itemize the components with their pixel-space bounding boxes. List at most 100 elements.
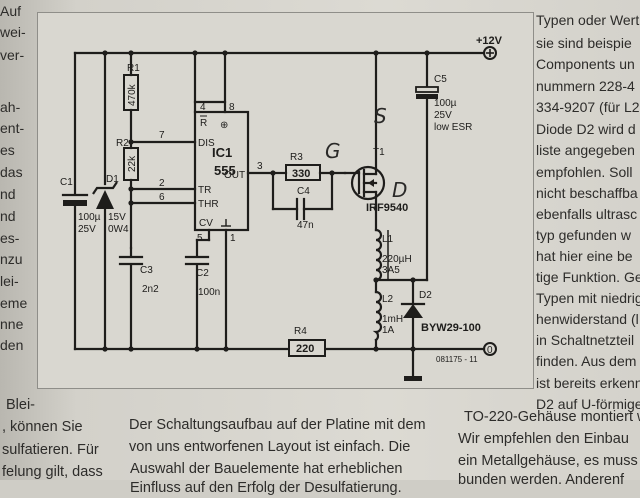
- text-line: Typen oder Wert: [536, 12, 640, 28]
- plus-symbol: ⊕: [220, 120, 228, 131]
- ground-label: 0: [487, 345, 493, 356]
- capacitor-c4: C4 47n: [271, 171, 334, 231]
- r3-ref: R3: [290, 152, 303, 163]
- text-line: nd: [0, 208, 16, 224]
- text-line: Auf: [0, 3, 22, 19]
- pin-number: 7: [159, 130, 165, 141]
- pin-number: 1: [230, 233, 236, 244]
- text-line: henwiderstand (l: [536, 311, 639, 327]
- pin-number: 3: [257, 161, 263, 172]
- text-line: von uns entworfenen Layout ist einfach. …: [129, 439, 411, 455]
- cv-pin-label: CV: [199, 218, 213, 229]
- text-line: Der Schaltungsaufbau auf der Platine mit…: [129, 417, 426, 433]
- l1-current: 3A5: [382, 265, 400, 276]
- ic1-555-timer: R ⊕ DIS TR THR OUT CV IC1 555 4 8 7 2 6 …: [159, 51, 275, 351]
- r4-value: 220: [296, 343, 314, 355]
- ic1-type: 555: [214, 163, 236, 178]
- text-line: , können Sie: [2, 419, 83, 435]
- text-line: Components un: [536, 56, 635, 72]
- mosfet-t1: T1 IRF9540: [343, 51, 408, 232]
- c4-value: 47n: [297, 220, 314, 231]
- text-line: nne: [0, 316, 24, 332]
- out-pin-label: OUT: [224, 170, 245, 181]
- supply-rail: +12V: [73, 35, 503, 60]
- pin-number: 6: [159, 192, 165, 203]
- inductor-l1: L1 220µH 3A5: [374, 228, 429, 282]
- r1-value: 470k: [127, 83, 138, 106]
- text-line: es-: [0, 230, 20, 246]
- reset-pin-label: R: [200, 118, 207, 129]
- l2-current: 1A: [382, 325, 395, 336]
- ic1-ref: IC1: [212, 145, 232, 160]
- text-line: sulfatieren. Für: [2, 442, 99, 458]
- text-line: ein Metallgehäuse, es muss: [458, 453, 638, 469]
- r3-value: 330: [292, 168, 310, 180]
- text-line: sie sind beispie: [536, 35, 632, 51]
- r1-ref: R1: [127, 63, 140, 74]
- pin-number: 8: [229, 102, 235, 113]
- c5-ref: C5: [434, 74, 447, 85]
- c3-value: 2n2: [142, 284, 159, 295]
- resistor-r1: R1 470k: [123, 51, 140, 144]
- resistor-r4: R4 220: [288, 326, 326, 357]
- dis-pin-label: DIS: [198, 138, 215, 149]
- text-line: Blei-: [6, 397, 36, 413]
- zener-diode-d1: D1 15V 0W4: [92, 51, 129, 351]
- text-line: typ gefunden w: [536, 227, 631, 243]
- text-line: felung gilt, dass: [2, 464, 103, 480]
- c4-ref: C4: [297, 186, 310, 197]
- text-line: eme: [0, 295, 28, 311]
- inductor-l2: L2 1mH 1A: [372, 278, 403, 351]
- tr-pin-label: TR: [198, 185, 211, 196]
- c5-value: 100µ: [434, 98, 457, 109]
- text-line: ver-: [0, 47, 25, 63]
- capacitor-c1: C1 100µ 25V: [60, 51, 101, 351]
- text-line: D2 auf U-förmige: [536, 396, 640, 412]
- text-line: in Schaltnetzteil: [536, 332, 635, 348]
- c1-voltage: 25V: [78, 224, 96, 235]
- figure-id: 081175 - 11: [436, 355, 478, 364]
- capacitor-c5: C5 100µ 25V low ESR: [415, 51, 472, 282]
- text-line: nicht beschaffba: [536, 185, 638, 201]
- l2-value: 1mH: [382, 314, 403, 325]
- ground-rail: 0: [73, 342, 497, 356]
- text-line: 334-9207 (für L2: [536, 99, 640, 115]
- text-line: Typen mit niedrig: [536, 290, 640, 306]
- t1-value: IRF9540: [366, 202, 408, 214]
- handwritten-source: S: [374, 104, 387, 128]
- text-line: finden. Aus dem: [536, 353, 637, 369]
- text-line: ist bereits erkenn: [536, 375, 640, 391]
- text-line: TO-220-Gehäuse montiert w: [464, 409, 640, 425]
- schematic-frame: [37, 12, 534, 389]
- text-line: ah-: [0, 99, 21, 115]
- text-line: es: [0, 142, 15, 158]
- pin-number: 5: [197, 233, 203, 244]
- d2-ref: D2: [419, 290, 432, 301]
- l1-value: 220µH: [382, 254, 412, 265]
- c1-ref: C1: [60, 177, 73, 188]
- d2-value: BYW29-100: [421, 322, 481, 334]
- d1-value: 15V: [108, 212, 126, 223]
- thr-pin-label: THR: [198, 199, 219, 210]
- d1-power: 0W4: [108, 224, 129, 235]
- supply-label: +12V: [476, 35, 503, 47]
- l1-ref: L1: [382, 234, 394, 245]
- text-line: ebenfalls ultrasc: [536, 206, 638, 222]
- c3-ref: C3: [140, 265, 153, 276]
- d1-ref: D1: [106, 174, 119, 185]
- text-line: nzu: [0, 251, 23, 267]
- t1-ref: T1: [373, 147, 385, 158]
- capacitor-c3: C3 2n2: [118, 246, 159, 351]
- c2-ref: C2: [196, 268, 209, 279]
- text-line: nd: [0, 186, 16, 202]
- text-line: das: [0, 164, 23, 180]
- text-line: Auswahl der Bauelemente hat erheblichen: [130, 461, 403, 477]
- r2-value: 22k: [127, 155, 138, 172]
- resistor-r2: R2 22k: [116, 138, 197, 250]
- junction-dots: [102, 50, 430, 352]
- text-line: hat hier eine be: [536, 248, 633, 264]
- text-line: nummern 228-4: [536, 78, 635, 94]
- l2-ref: L2: [382, 294, 394, 305]
- text-line: Diode D2 wird d: [536, 121, 636, 137]
- handwritten-gate: G: [325, 139, 341, 163]
